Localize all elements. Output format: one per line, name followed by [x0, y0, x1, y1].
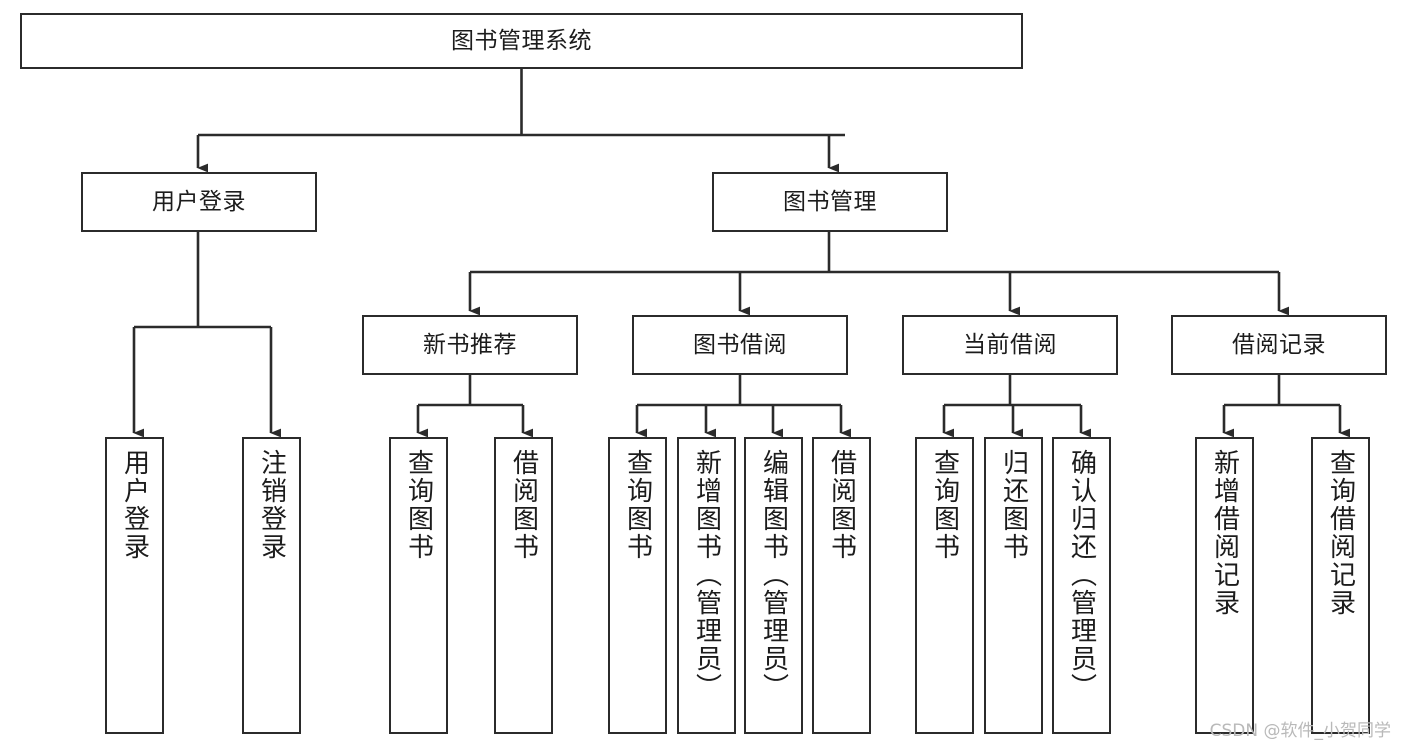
node-leaf-return-book-label: 归还图书 — [998, 449, 1029, 561]
node-leaf-borrow-book-1-label: 借阅图书 — [508, 449, 539, 561]
node-leaf-user-login-label: 用户登录 — [119, 449, 150, 561]
node-book-borrow[interactable]: 图书借阅 — [632, 315, 848, 375]
node-leaf-logout-login-label: 注销登录 — [256, 449, 287, 561]
node-leaf-logout-login[interactable]: 注销登录 — [242, 437, 301, 734]
node-leaf-return-book[interactable]: 归还图书 — [984, 437, 1043, 734]
node-leaf-add-record-label: 新增借阅记录 — [1209, 449, 1240, 617]
node-user-login[interactable]: 用户登录 — [81, 172, 317, 232]
node-leaf-borrow-book-2[interactable]: 借阅图书 — [812, 437, 871, 734]
node-leaf-query-book-1-label: 查询图书 — [403, 449, 434, 561]
node-leaf-query-book-3[interactable]: 查询图书 — [915, 437, 974, 734]
node-leaf-add-record[interactable]: 新增借阅记录 — [1195, 437, 1254, 734]
node-user-login-label: 用户登录 — [152, 188, 246, 215]
node-leaf-query-book-2[interactable]: 查询图书 — [608, 437, 667, 734]
node-borrow-record-label: 借阅记录 — [1232, 331, 1326, 358]
node-leaf-edit-book-label: 编辑图书（管理员） — [758, 449, 789, 701]
node-leaf-query-record[interactable]: 查询借阅记录 — [1311, 437, 1370, 734]
node-book-borrow-label: 图书借阅 — [693, 331, 787, 358]
node-leaf-query-book-2-label: 查询图书 — [622, 449, 653, 561]
node-root[interactable]: 图书管理系统 — [20, 13, 1023, 69]
node-leaf-query-book-3-label: 查询图书 — [929, 449, 960, 561]
node-leaf-user-login[interactable]: 用户登录 — [105, 437, 164, 734]
node-leaf-borrow-book-1[interactable]: 借阅图书 — [494, 437, 553, 734]
node-leaf-query-book-1[interactable]: 查询图书 — [389, 437, 448, 734]
node-new-book-rec[interactable]: 新书推荐 — [362, 315, 578, 375]
node-leaf-query-record-label: 查询借阅记录 — [1325, 449, 1356, 617]
node-leaf-add-book[interactable]: 新增图书（管理员） — [677, 437, 736, 734]
node-root-label: 图书管理系统 — [451, 27, 592, 54]
node-borrow-record[interactable]: 借阅记录 — [1171, 315, 1387, 375]
node-leaf-add-book-label: 新增图书（管理员） — [691, 449, 722, 701]
node-leaf-confirm-return[interactable]: 确认归还（管理员） — [1052, 437, 1111, 734]
node-current-borrow[interactable]: 当前借阅 — [902, 315, 1118, 375]
node-book-admin-label: 图书管理 — [783, 188, 877, 215]
node-book-admin[interactable]: 图书管理 — [712, 172, 948, 232]
watermark-text: CSDN @软件_小贺同学 — [1209, 721, 1391, 741]
node-new-book-rec-label: 新书推荐 — [423, 331, 517, 358]
node-leaf-confirm-return-label: 确认归还（管理员） — [1066, 449, 1097, 701]
node-leaf-edit-book[interactable]: 编辑图书（管理员） — [744, 437, 803, 734]
node-leaf-borrow-book-2-label: 借阅图书 — [826, 449, 857, 561]
node-current-borrow-label: 当前借阅 — [963, 331, 1057, 358]
